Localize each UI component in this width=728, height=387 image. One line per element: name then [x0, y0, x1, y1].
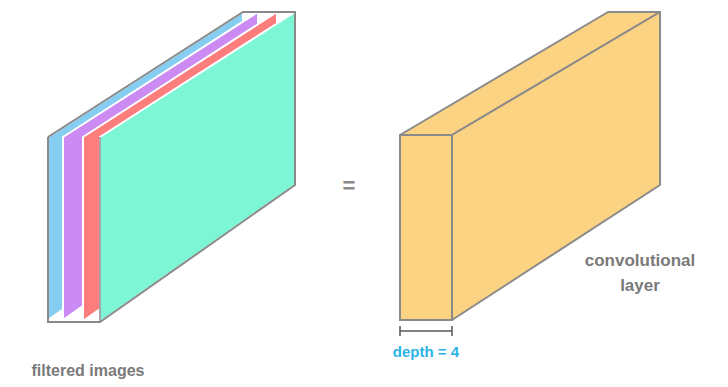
convolutional-layer-box: [400, 12, 660, 320]
box-front: [400, 135, 452, 320]
equals-sign: =: [343, 170, 356, 202]
depth-label: depth = 4: [393, 341, 459, 363]
bracket-line: [400, 330, 452, 332]
depth-bracket: [400, 326, 452, 336]
filtered-image-stack: [48, 12, 295, 322]
layer-caption: convolutional layer: [573, 249, 708, 298]
stack-outline: [48, 12, 295, 322]
stack-edge: [99, 137, 101, 322]
bracket-tick: [399, 326, 401, 336]
stack-caption: filtered images: [32, 359, 145, 382]
bracket-tick: [451, 326, 453, 336]
image-slab: [100, 12, 295, 322]
box-side: [452, 12, 660, 320]
